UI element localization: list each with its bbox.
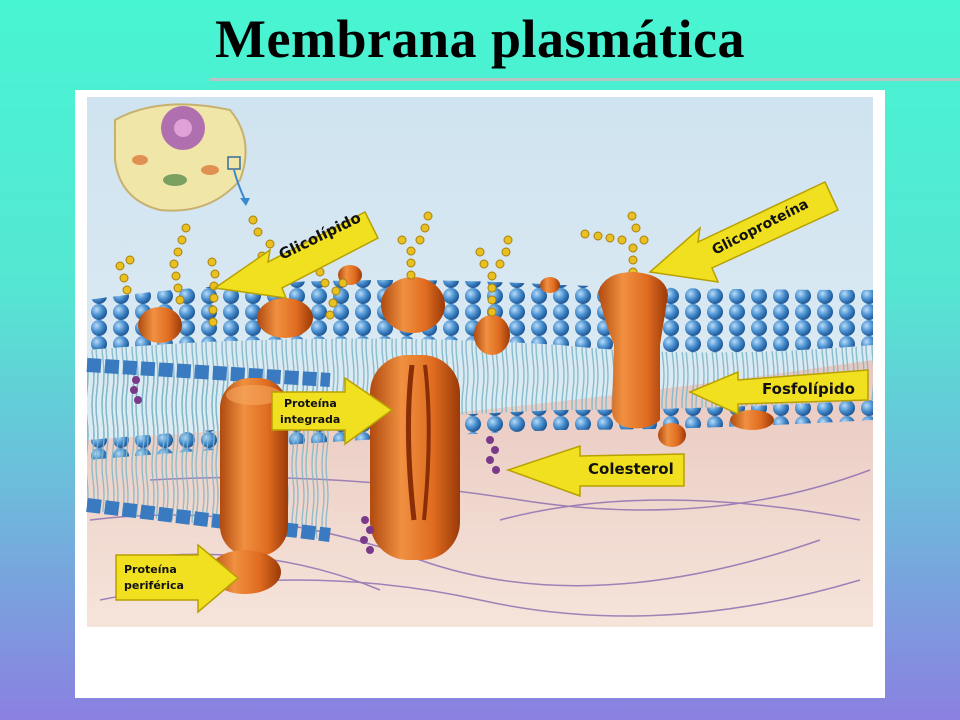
glycoprotein-base [658, 423, 686, 447]
sugar-chain [115, 255, 135, 295]
colesterol-label: Colesterol [588, 460, 674, 478]
proteina-periferica-label-line2: periférica [124, 579, 184, 592]
proteina-periferica-label-line1: Proteína [124, 563, 177, 576]
integral-protein-left [220, 378, 288, 556]
cell-inset-image [114, 103, 250, 212]
sugar-chain [397, 211, 433, 280]
membrane-protein-small [730, 410, 774, 430]
sugar-chain [475, 235, 513, 317]
title-divider [210, 78, 960, 81]
label-proteina-integrada: Proteína integrada [271, 376, 394, 446]
page-title: Membrana plasmática [215, 9, 745, 69]
integral-protein-center [370, 355, 460, 560]
cholesterol-molecules [130, 376, 500, 554]
surface-proteins [138, 265, 560, 355]
sugar-chains [115, 211, 649, 327]
fosfolipido-label: Fosfolípido [762, 380, 855, 398]
sugar-chain [207, 257, 220, 327]
glycoprotein [598, 272, 668, 429]
proteina-integrada-label-line2: integrada [280, 413, 340, 426]
sugar-chain [580, 211, 649, 277]
label-fosfolipido: Fosfolípido [688, 369, 869, 416]
label-proteina-periferica: Proteína periférica [115, 543, 240, 614]
label-colesterol: Colesterol [505, 444, 685, 498]
sugar-chain [169, 223, 191, 305]
proteina-integrada-label-line1: Proteína [284, 397, 337, 410]
